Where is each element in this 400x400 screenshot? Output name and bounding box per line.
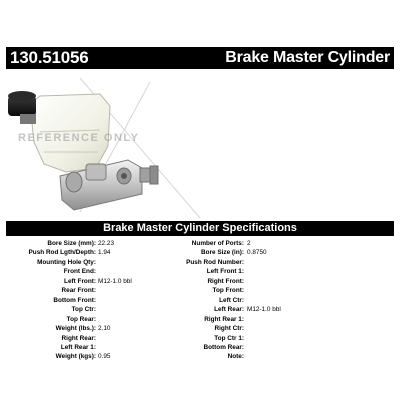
spec-label: Note: — [227, 353, 244, 361]
spec-label: Bore Size (mm): — [47, 240, 96, 247]
spec-label: Weight (kgs): — [55, 353, 96, 361]
spec-label: Right Ctr: — [214, 325, 244, 333]
spec-label: Push Rod Lgth/Depth: — [28, 249, 96, 257]
spec-label: Bore Size (in): — [201, 249, 244, 257]
spec-row: Weight (lbs.):2.10 — [0, 324, 400, 333]
spec-value: 2 — [247, 240, 251, 247]
spec-label: Top Front: — [212, 287, 244, 295]
spec-row: Bore Size (in):0.8750 — [0, 248, 400, 257]
spec-label: Bottom Rear: — [203, 343, 244, 351]
spec-row: Top Rear: — [0, 315, 400, 324]
spec-label: Top Ctr 1: — [214, 334, 244, 342]
spec-row: Note: — [0, 352, 400, 361]
spec-value: M12-1.0 bbl — [247, 306, 281, 314]
page-title: Brake Master Cylinder — [225, 49, 390, 66]
spec-label: Left Front 1: — [206, 268, 244, 276]
spec-row: Right Rear: — [0, 334, 400, 343]
spec-label: Bottom Front: — [53, 296, 96, 304]
product-image — [0, 72, 400, 220]
spec-row: Left Front:M12-1.0 bbl — [0, 277, 400, 286]
spec-value: M12-1.0 bbl — [98, 277, 132, 285]
spec-row: Bottom Rear: — [0, 343, 400, 352]
spec-label: Front End: — [63, 268, 96, 276]
spec-row: Right Rear 1: — [0, 315, 400, 324]
master-cylinder-illustration — [8, 77, 201, 219]
spec-label: Left Ctr: — [219, 296, 244, 304]
spec-row: Right Ctr: — [0, 324, 400, 333]
spec-row: Left Ctr: — [0, 296, 400, 305]
spec-label: Rear Front: — [61, 287, 96, 295]
spec-label: Push Rod Number: — [186, 258, 244, 266]
spec-value: 0.8750 — [247, 249, 267, 257]
spec-label: Number of Ports: — [191, 240, 244, 247]
spec-label: Left Rear 1: — [60, 343, 96, 351]
part-number: 130.51056 — [10, 48, 89, 67]
spec-row: Push Rod Number: — [0, 258, 400, 267]
spec-label: Weight (lbs.): — [55, 325, 96, 333]
spec-row: Weight (kgs):0.95 — [0, 352, 400, 361]
spec-label: Left Rear: — [214, 306, 244, 314]
spec-label: Top Ctr: — [71, 306, 96, 314]
spec-row: Push Rod Lgth/Depth:1.94 — [0, 248, 400, 257]
spec-value: 1.94 — [98, 249, 111, 257]
spec-row: Left Rear:M12-1.0 bbl — [0, 305, 400, 314]
spec-label: Right Rear 1: — [204, 315, 244, 323]
spec-row: Bore Size (mm):22.23 — [0, 239, 400, 248]
spec-row: Top Ctr 1: — [0, 334, 400, 343]
header-bar: 130.51056 Brake Master Cylinder — [6, 47, 394, 69]
spec-row: Rear Front: — [0, 286, 400, 295]
spec-row: Top Ctr: — [0, 305, 400, 314]
spec-row: Top Front: — [0, 286, 400, 295]
spec-row: Left Front 1: — [0, 267, 400, 276]
spec-row: Left Rear 1: — [0, 343, 400, 352]
spec-label: Mounting Hole Qty: — [37, 258, 96, 266]
spec-label: Left Front: — [64, 277, 96, 285]
spec-label: Right Rear: — [61, 334, 96, 342]
spec-row: Number of Ports:2 — [0, 239, 400, 248]
spec-value: 22.23 — [98, 240, 114, 247]
reference-watermark: REFERENCE ONLY — [18, 132, 140, 144]
spec-label: Top Rear: — [66, 315, 96, 323]
specifications-title: Brake Master Cylinder Specifications — [6, 221, 394, 236]
spec-label: Right Front: — [207, 277, 244, 285]
spec-row: Front End: — [0, 267, 400, 276]
spec-row: Right Front: — [0, 277, 400, 286]
spec-value: 2.10 — [98, 325, 111, 333]
spec-value: 0.95 — [98, 353, 111, 361]
spec-row: Mounting Hole Qty: — [0, 258, 400, 267]
spec-row: Bottom Front: — [0, 296, 400, 305]
